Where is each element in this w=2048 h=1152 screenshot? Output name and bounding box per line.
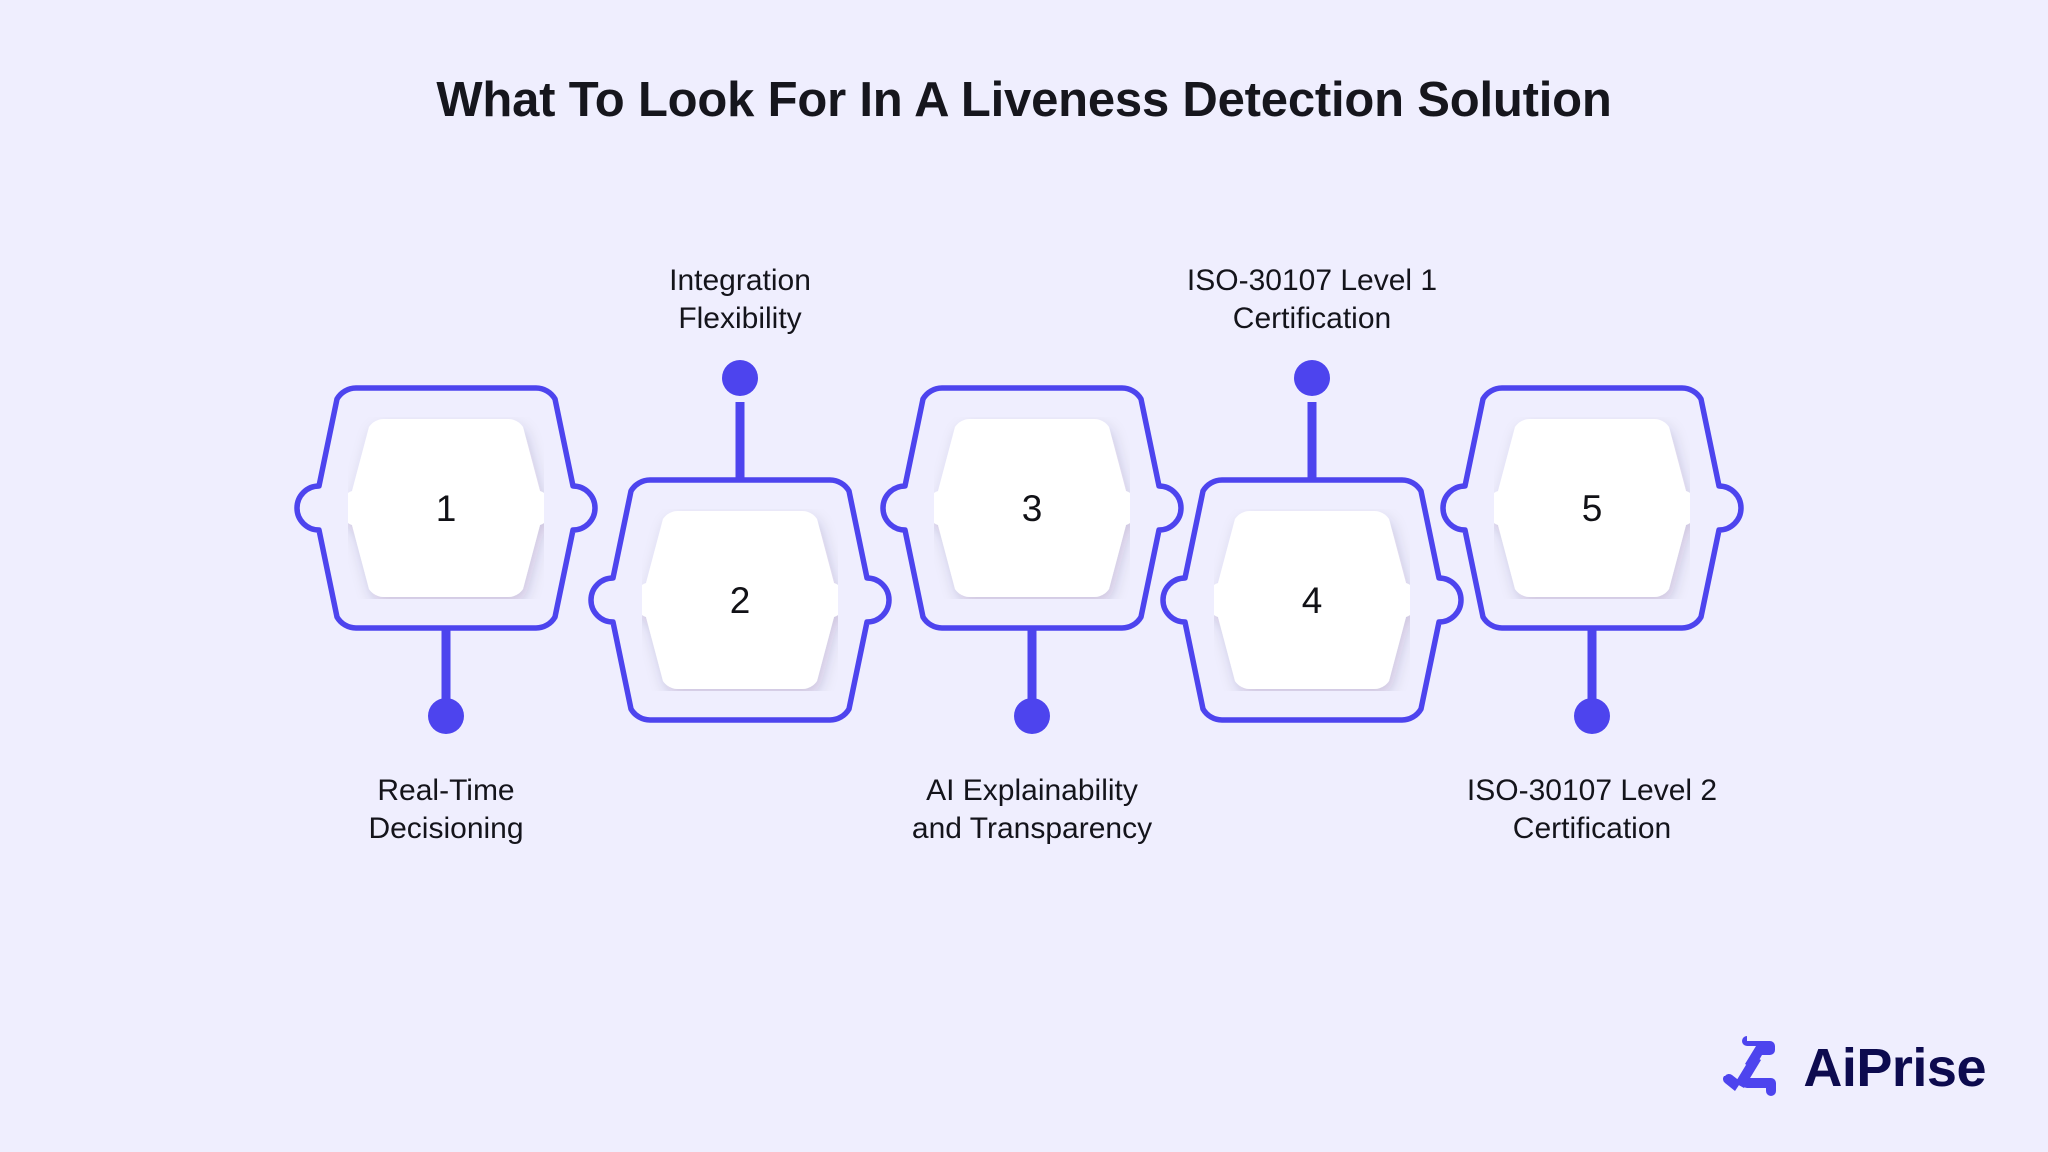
step-number: 3 (1021, 487, 1043, 529)
connector-stem (441, 626, 451, 704)
hexagon-5: 5 (1440, 382, 1744, 634)
step-label-line-2: Decisioning (368, 812, 524, 846)
hexagon-inner-card: 4 (1214, 509, 1410, 691)
step-label-line-1: Integration (669, 264, 811, 297)
connector-4 (1294, 360, 1330, 480)
connector-1 (428, 626, 464, 746)
aiprise-logo: AiPrise (1717, 1032, 1986, 1104)
step-label-4: ISO-30107 Level 1 Certification (1147, 262, 1477, 339)
connector-dot (722, 360, 758, 396)
step-label-line-2: and Transparency (911, 812, 1153, 846)
step-label-line-2: Certification (1232, 302, 1392, 336)
step-number: 5 (1581, 487, 1603, 529)
step-number: 4 (1301, 579, 1323, 621)
connector-stem (1587, 626, 1597, 704)
hexagon-inner-card: 2 (642, 509, 838, 691)
hexagon-outline-icon (1440, 382, 1744, 634)
step-label-line-2: Certification (1512, 812, 1672, 846)
hexagon-inner-card: 5 (1494, 417, 1690, 599)
hexagon-3: 3 (880, 382, 1184, 634)
connector-dot (1294, 360, 1330, 396)
hexagon-outline-icon (880, 382, 1184, 634)
hexagon-2: 2 (588, 474, 892, 726)
hexagon-outline-icon (294, 382, 598, 634)
step-label-line-1: AI Explainability (926, 774, 1138, 807)
connector-stem (1027, 626, 1037, 704)
step-label-line-1: ISO-30107 Level 2 (1466, 774, 1718, 807)
connector-dot (1014, 698, 1050, 734)
connector-dot (1574, 698, 1610, 734)
hexagon-inner-card: 3 (934, 417, 1130, 599)
step-label-3: AI Explainability and Transparency (867, 772, 1197, 849)
step-4[interactable]: 4 ISO-30107 Level 1 Certification (1160, 264, 1464, 1020)
aiprise-logo-mark (1717, 1032, 1789, 1104)
connector-5 (1574, 626, 1610, 746)
connector-dot (428, 698, 464, 734)
page-title: What To Look For In A Liveness Detection… (436, 73, 1612, 127)
step-3[interactable]: 3 AI Explainability and Transparency (880, 368, 1184, 928)
step-label-5: ISO-30107 Level 2 Certification (1427, 772, 1757, 849)
hexagon-outline-icon (588, 474, 892, 726)
aiprise-wordmark: AiPrise (1803, 1038, 1986, 1098)
hexagon-inner-card: 1 (348, 417, 544, 599)
hexagon-outline-icon (1160, 474, 1464, 726)
hexagon-1: 1 (294, 382, 598, 634)
connector-3 (1014, 626, 1050, 746)
connector-2 (722, 360, 758, 480)
connector-stem (735, 402, 745, 480)
connector-stem (1307, 402, 1317, 480)
step-label-line-1: ISO-30107 Level 1 (1186, 264, 1438, 297)
step-number: 2 (729, 579, 751, 621)
step-number: 1 (435, 487, 457, 529)
step-label-line-1: Real-Time (377, 774, 515, 807)
step-label-line-2: Flexibility (678, 302, 802, 336)
hexagon-4: 4 (1160, 474, 1464, 726)
